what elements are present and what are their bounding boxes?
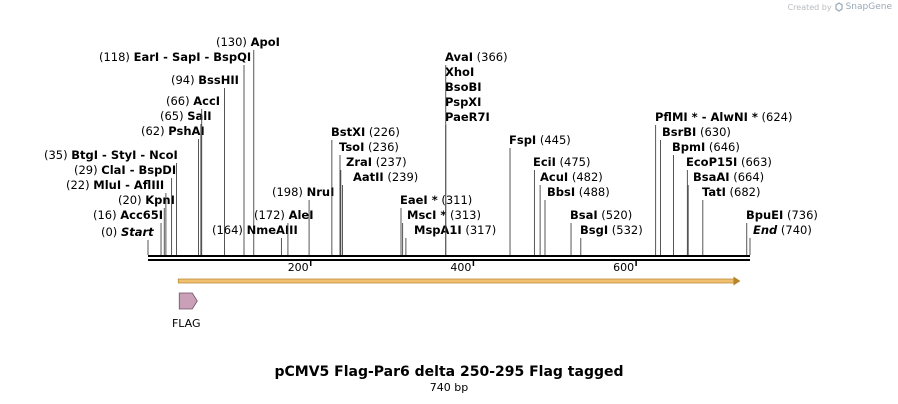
snapgene-logo-icon xyxy=(834,2,843,12)
ruler-tick-label: 400 xyxy=(450,261,471,274)
flag-feature-label: FLAG xyxy=(172,317,201,330)
sequence-name: pCMV5 Flag-Par6 delta 250-295 Flag tagge… xyxy=(274,364,624,380)
site-label: BpuEI (736) xyxy=(746,208,818,222)
site-label: (62) PshAI xyxy=(141,124,205,138)
site-label: (22) MluI - AflIII xyxy=(66,178,164,192)
site-label: (16) Acc65I xyxy=(93,208,163,222)
site-label: TsoI (236) xyxy=(339,140,399,154)
site-label: ZraI (237) xyxy=(346,155,407,169)
site-label: BsgI (532) xyxy=(580,223,643,237)
site-label: BpmI (646) xyxy=(672,140,740,154)
site-label: (118) EarI - SapI - BspQI xyxy=(99,50,251,64)
site-label: AvaI (366) xyxy=(445,50,508,64)
site-label: (29) ClaI - BspDI xyxy=(74,163,176,177)
brand-name: SnapGene xyxy=(845,2,892,12)
site-label: BstXI (226) xyxy=(331,125,400,139)
site-label: EaeI * (311) xyxy=(400,193,472,207)
created-by-text: Created by xyxy=(787,2,832,12)
site-label: AcuI (482) xyxy=(540,170,603,184)
snapgene-credit: Created by SnapGene xyxy=(788,2,892,12)
site-label-extra: PspXI xyxy=(445,95,481,109)
site-label: (35) BtgI - StyI - NcoI xyxy=(44,148,178,162)
site-label: BbsI (488) xyxy=(547,185,610,199)
site-label: EcoP15I (663) xyxy=(686,155,772,169)
site-label: (172) AleI xyxy=(254,208,314,222)
orf-arrow-head xyxy=(733,276,741,286)
orf-arrow-body xyxy=(177,278,735,284)
site-label: AatII (239) xyxy=(353,170,418,184)
site-label: EciI (475) xyxy=(533,155,591,169)
ruler-tick-label: 600 xyxy=(613,261,634,274)
site-label: MscI * (313) xyxy=(407,208,481,222)
site-label: MspA1I (317) xyxy=(414,223,496,237)
map-title-block: pCMV5 Flag-Par6 delta 250-295 Flag tagge… xyxy=(0,364,898,395)
site-label: FspI (445) xyxy=(509,133,571,147)
site-label: (130) ApoI xyxy=(216,35,280,49)
site-label: (94) BssHII xyxy=(171,73,239,87)
site-label: TatI (682) xyxy=(702,185,761,199)
site-label: BsaI (520) xyxy=(570,208,632,222)
site-label: (20) KpnI xyxy=(118,193,175,207)
site-label: BsrBI (630) xyxy=(662,125,731,139)
sequence-length: 740 bp xyxy=(429,381,469,394)
site-label-extra: BsoBI xyxy=(445,80,482,94)
site-label: BsaAI (664) xyxy=(693,170,764,184)
site-label: (0) Start xyxy=(101,225,154,239)
site-label: (66) AccI xyxy=(166,94,220,108)
site-label-extra: PaeR7I xyxy=(445,110,490,124)
site-label: (198) NruI xyxy=(272,185,334,199)
flag-feature-arrow xyxy=(178,292,198,310)
site-label: (164) NmeAIII xyxy=(212,223,298,237)
ruler-tick-label: 200 xyxy=(288,261,309,274)
site-label: End (740) xyxy=(753,223,812,237)
site-label: (65) SalI xyxy=(160,109,212,123)
site-label-extra: XhoI xyxy=(445,65,474,79)
site-label: PflMI * - AlwNI * (624) xyxy=(655,110,792,124)
